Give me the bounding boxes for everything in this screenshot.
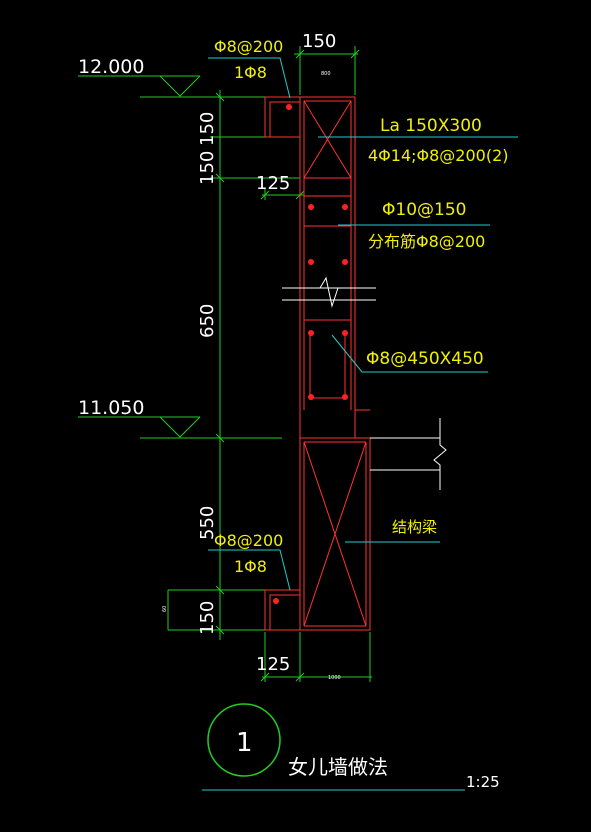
rebar-dot [308,259,314,265]
drawing-scale: 1:25 [466,773,500,791]
dim-125-upper: 125 [256,173,290,194]
label-distribution-bar: 分布筋Φ8@200 [368,232,485,251]
label-bottom-stirrup: Φ8@200 [214,531,283,550]
tiny-bottom-label: 1000 [328,675,341,681]
label-bottom-bar: 1Φ8 [234,557,267,576]
elevation-bottom-label: 11.050 [78,397,144,419]
elevation-marker-top [78,75,248,98]
top-width-dimension [294,46,360,95]
rebar-dot [342,259,348,265]
break-line [282,276,376,308]
rebar-dot [308,330,314,336]
rebar-dot [342,394,348,400]
tiny-side-label: 60 [162,606,168,612]
dim-150-second: 150 [197,151,218,185]
label-vertical-bar: Φ10@150 [382,200,466,220]
dim-550: 550 [197,506,218,540]
label-beam-rebar: 4Φ14;Φ8@200(2) [368,146,509,165]
rebar-dot [308,204,314,210]
rebar-dot [308,394,314,400]
elevation-marker-bottom [78,416,282,439]
dim-150-upper: 150 [197,112,218,146]
dim-150-lower: 150 [197,601,218,635]
leader-lines [202,57,518,791]
bottom-width-dimension [300,632,372,682]
label-tie-bar: Φ8@450X450 [366,349,484,369]
rebar-dot [286,104,292,110]
structural-slab [370,418,447,490]
parapet-wall-outline [264,96,371,631]
label-beam-size: La 150X300 [380,116,482,136]
drawing-title: 女儿墙做法 [288,755,388,779]
label-top-stirrup: Φ8@200 [214,37,283,56]
dim-top-width: 150 [302,31,336,52]
dim-125-lower: 125 [256,654,290,675]
rebar-dot [342,330,348,336]
rebar-dots [273,104,348,604]
detail-circle [207,703,281,777]
rebar-dot [273,598,279,604]
detail-number: 1 [236,728,253,758]
dim-650: 650 [197,304,218,338]
label-top-bar: 1Φ8 [234,63,267,82]
elevation-top-label: 12.000 [78,56,144,78]
rebar-dot [342,204,348,210]
label-structural-beam: 结构梁 [392,518,437,536]
tiny-top-label: 800 [321,71,331,77]
